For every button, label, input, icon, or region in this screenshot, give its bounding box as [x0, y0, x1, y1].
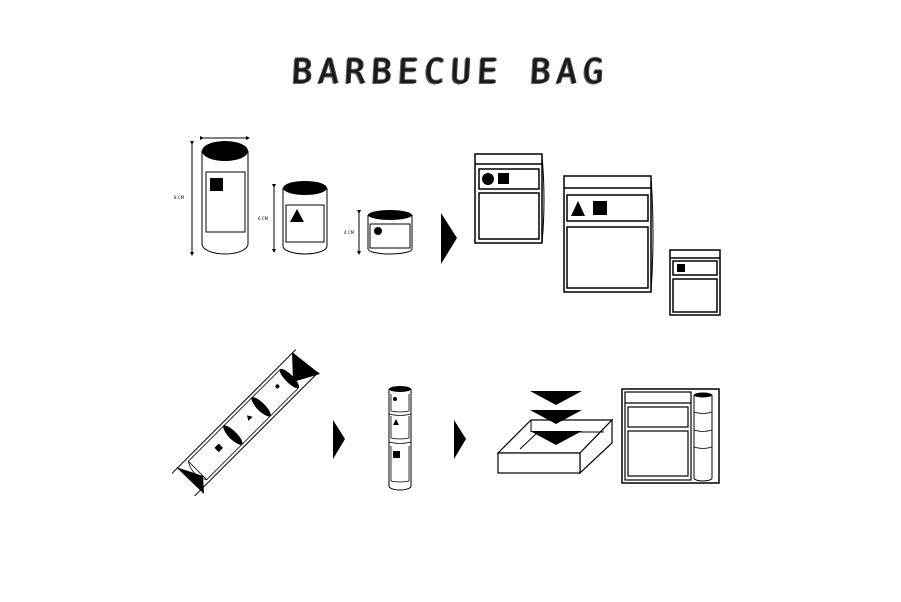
bag-small	[669, 249, 721, 316]
arrow-bottom-left-icon	[176, 467, 204, 494]
can-large: 8 CM	[174, 136, 250, 256]
square-icon	[498, 173, 509, 184]
circle-icon	[374, 227, 382, 235]
can-medium: 6 CM	[258, 181, 328, 255]
down-arrow-icon	[530, 410, 582, 424]
triangle-icon	[290, 209, 304, 222]
dimension-label-4cm: 4 CM	[344, 230, 355, 235]
triangle-icon	[393, 419, 399, 425]
square-icon	[393, 451, 400, 458]
down-arrow-icon	[530, 391, 582, 405]
right-arrow-icon	[333, 420, 345, 459]
final-package	[621, 388, 720, 484]
diagonal-can-stack	[171, 349, 319, 497]
triangle-icon	[247, 415, 253, 421]
triangle-icon	[571, 201, 585, 216]
square-icon	[214, 443, 223, 453]
square-icon	[210, 178, 223, 191]
dimension-label-6cm: 6 CM	[258, 216, 269, 221]
circle-icon	[275, 384, 280, 389]
down-arrow-icon	[530, 431, 582, 445]
right-arrow-icon	[454, 420, 466, 459]
bag-medium	[474, 153, 545, 244]
can-small: 4 CM	[344, 210, 413, 255]
circle-icon	[482, 173, 494, 185]
vertical-can-stack	[388, 386, 412, 491]
circle-icon	[393, 397, 397, 401]
arrow-top-right-icon	[292, 352, 320, 382]
right-arrow-icon	[441, 213, 457, 264]
square-icon	[593, 201, 607, 215]
square-icon	[677, 264, 685, 272]
bag-large	[563, 175, 654, 293]
dimension-label-8cm: 8 CM	[174, 195, 185, 200]
open-box	[496, 391, 614, 475]
